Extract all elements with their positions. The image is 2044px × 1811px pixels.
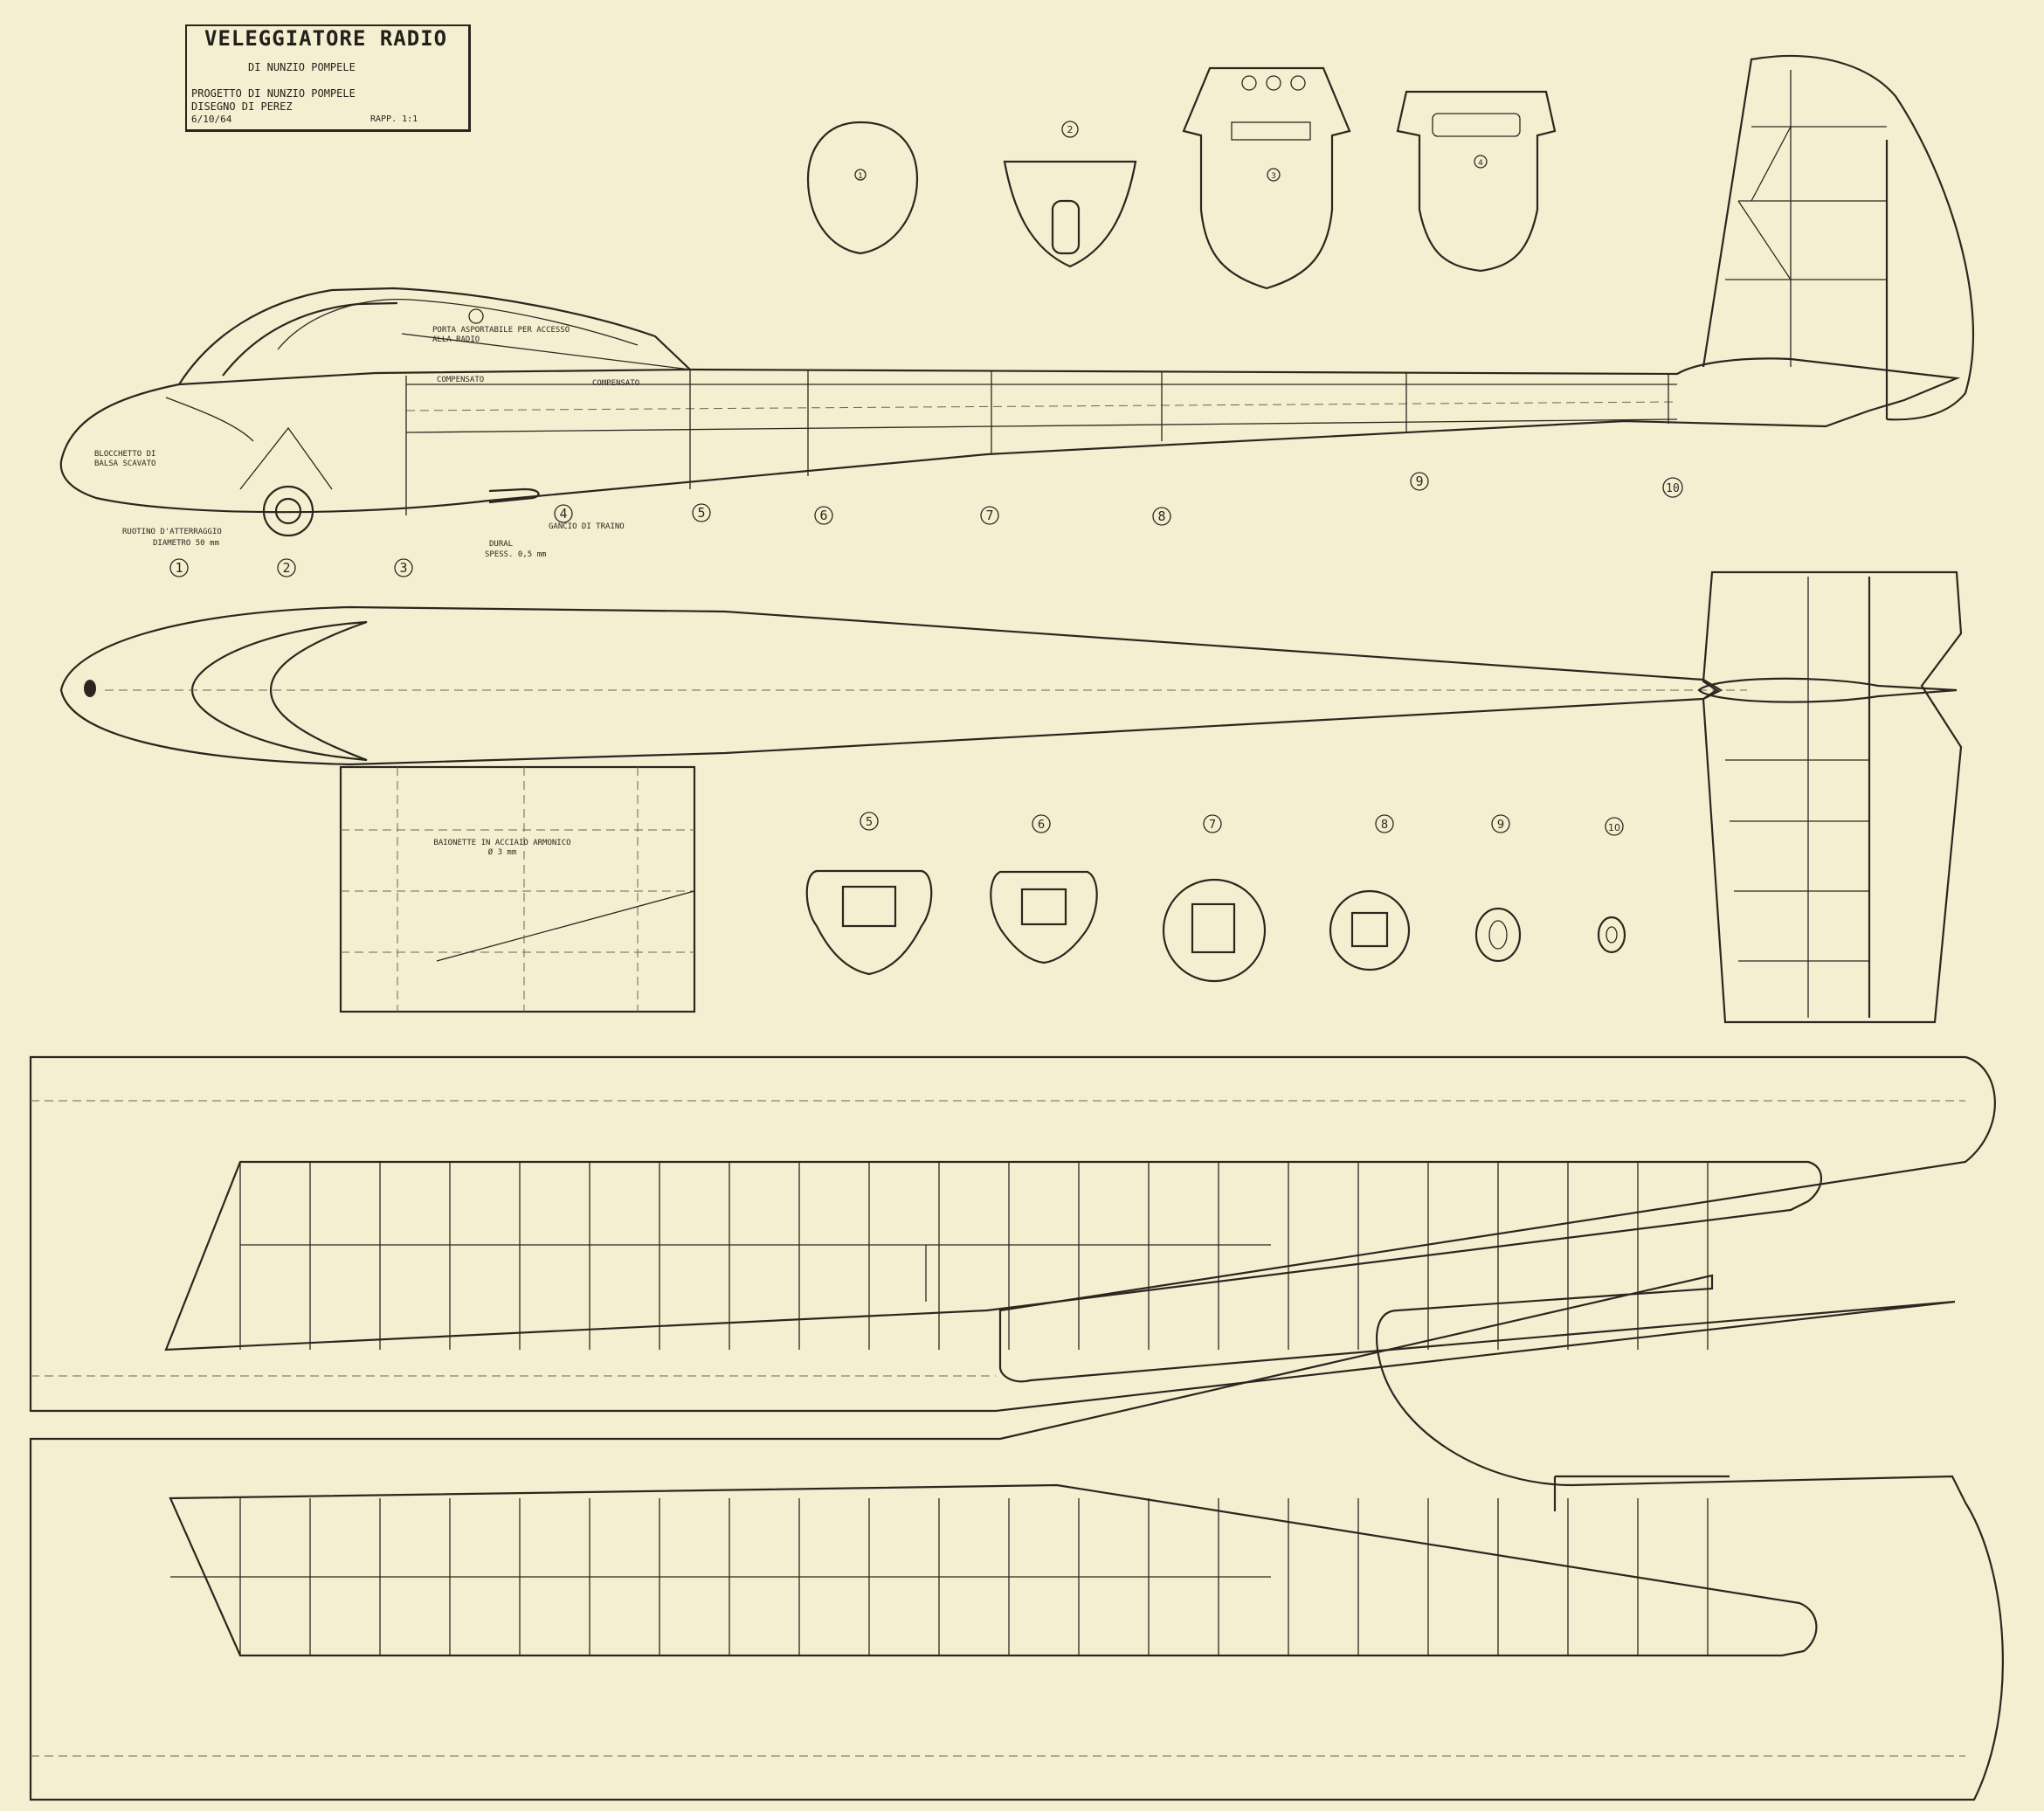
aft-section-7: 7	[1209, 819, 1216, 832]
station-1: 1	[175, 560, 183, 576]
dural-label: DURAL	[489, 540, 514, 549]
station-7: 7	[985, 508, 993, 523]
section-numbers-side: 1 2 3 4 5 6 7 8 9 10	[169, 472, 1683, 577]
title-block: VELEGGIATORE RADIO DI NUNZIO POMPELE PRO…	[185, 24, 471, 132]
station-4: 4	[559, 506, 567, 522]
fore-section-3: 3	[1271, 172, 1276, 181]
drawing-credit: DISEGNO DI PEREZ	[191, 100, 293, 113]
drawing-title: VELEGGIATORE RADIO	[204, 26, 448, 51]
wheel-diameter-label: DIAMETRO 50 mm	[153, 539, 219, 548]
aft-section-5: 5	[866, 816, 873, 829]
station-6: 6	[819, 508, 827, 523]
aft-section-9: 9	[1497, 819, 1504, 832]
plywood-label-1: COMPENSATO	[437, 376, 485, 384]
fore-sections: 1 2 3 4	[806, 66, 1557, 290]
aft-sections: 5 6 7 8 9 10	[805, 812, 1626, 983]
aft-section-6: 6	[1038, 819, 1045, 832]
fore-section-4: 4	[1478, 159, 1483, 168]
station-10: 10	[1666, 482, 1680, 495]
station-5: 5	[697, 505, 705, 521]
station-3: 3	[399, 560, 407, 576]
radio-hatch-label: PORTA ASPORTABILE PER ACCESSO ALLA RADIO	[432, 326, 570, 344]
dural-thickness-label: SPESS. 0,5 mm	[485, 550, 547, 559]
wing-lower-panel	[29, 1274, 2004, 1801]
bayonet-label: BAIONETTE IN ACCIAIO ARMONICO Ø 3 mm	[433, 839, 571, 857]
wing-upper-panel	[29, 1055, 1996, 1413]
drawing-date: 6/10/64	[191, 114, 232, 125]
station-2: 2	[282, 560, 290, 576]
design-credit: PROGETTO DI NUNZIO POMPELE	[191, 87, 356, 100]
fuselage-top-view	[59, 570, 1963, 1024]
plywood-label-2: COMPENSATO	[592, 379, 640, 388]
wing-upper-ribs	[239, 1162, 1709, 1350]
station-9: 9	[1415, 473, 1423, 489]
nose-block-label: BLOCCHETTO DI BALSA SCAVATO	[94, 450, 156, 468]
fore-section-1: 1	[858, 172, 863, 181]
drawing-subtitle: DI NUNZIO POMPELE	[248, 61, 356, 73]
tow-hook-label: GANCIO DI TRAINO	[549, 522, 625, 531]
wheel-label: RUOTINO D'ATTERRAGGIO	[122, 528, 222, 536]
fuselage-side-view	[59, 54, 1975, 537]
fore-section-2: 2	[1067, 124, 1074, 135]
aft-section-10: 10	[1608, 822, 1620, 833]
wing-lower-ribs	[239, 1498, 1709, 1655]
aft-section-8: 8	[1381, 819, 1388, 832]
drawing-scale: RAPP. 1:1	[370, 114, 418, 124]
wing-root-panel	[339, 765, 696, 1013]
station-8: 8	[1157, 508, 1165, 524]
